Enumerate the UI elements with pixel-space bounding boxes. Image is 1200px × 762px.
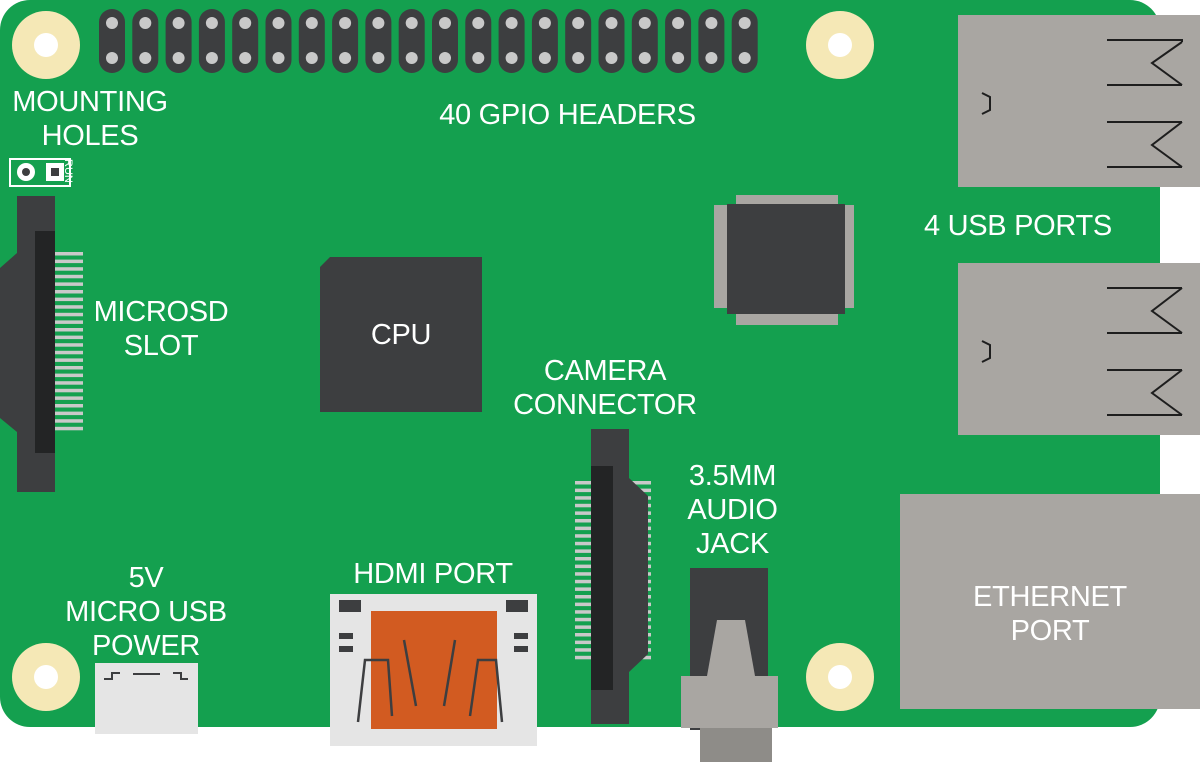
gpio-pin-pair [198,9,225,73]
label-mounting-holes: MOUNTING HOLES [12,86,168,152]
sd-contact [55,381,83,385]
audio-jack [681,568,778,762]
hdmi-port [330,594,537,746]
label-cpu: CPU [370,319,432,351]
sd-contact [55,305,83,309]
microsd-slot [0,196,83,492]
sd-contact [55,426,83,431]
gpio-pin-pair [598,9,625,73]
sd-contact [55,396,83,400]
label-gpio-headers: 40 GPIO HEADERS [439,99,696,131]
pcb-board [0,0,1160,727]
gpio-pin-pair [465,9,492,73]
sd-contact [55,290,83,294]
gpio-pin-pair [298,9,325,73]
cpu-chip [320,257,482,412]
label-hdmi-port: HDMI PORT [353,558,513,590]
sd-contact [55,404,83,408]
gpio-pin-pair [432,9,458,73]
label-audio-jack: 3.5MM AUDIO JACK [687,460,778,560]
sd-contact [55,335,83,340]
sd-contact [55,267,83,271]
gpio-pin-pair [99,9,125,73]
gpio-pin-pair [365,9,392,73]
gpio-pin-pair [232,9,259,73]
label-camera-connector: CAMERA CONNECTOR [513,355,697,421]
label-ethernet-port: ETHERNET PORT [973,581,1127,647]
usb-ports-bottom [958,263,1200,435]
gpio-pin-pair [565,9,592,73]
mounting-hole-bottom-right [806,643,874,711]
sd-contact [55,320,83,324]
sd-contact [55,312,83,317]
gpio-pin-pair [731,9,758,73]
sd-contact [55,350,83,355]
gpio-pin-pair [132,9,159,73]
ethernet-port [900,494,1200,709]
label-microsd-slot: MICROSD SLOT [93,296,229,362]
gpio-pin-pair [398,9,425,73]
gpio-pin-pair [265,9,292,73]
label-usb-ports: 4 USB PORTS [924,210,1112,242]
sd-contact [55,343,83,347]
mounting-hole-top-right [806,11,874,79]
micro-usb-power-port [95,663,198,734]
gpio-pin-pair [165,9,192,73]
gpio-pin-pair [631,9,658,73]
mounting-hole-top-left [12,11,80,79]
gpio-pin-pair [531,9,558,73]
sd-contact [55,328,83,332]
sd-contact [55,388,83,393]
sd-contact [55,297,83,302]
sd-contact [55,282,83,286]
gpio-pin-pair [698,9,725,73]
gpio-pin-pair [665,9,692,73]
sd-contact [55,358,83,362]
sd-contact [55,419,83,423]
gpio-header-pins [99,9,758,73]
run-jumper [9,158,71,187]
label-run: RUN [62,159,74,183]
ethernet-usb-controller-chip [714,195,854,325]
sd-contact [55,366,83,370]
usb-ports-top [958,15,1200,187]
sd-contact [55,252,83,256]
camera-connector [575,429,651,724]
sd-contact [55,373,83,378]
sd-contact [55,259,83,264]
sd-contact [55,411,83,416]
sd-contact [55,274,83,279]
label-micro-usb-power: 5V MICRO USB POWER [65,562,227,662]
gpio-pin-pair [498,9,525,73]
mounting-hole-bottom-left [12,643,80,711]
gpio-pin-pair [332,9,359,73]
